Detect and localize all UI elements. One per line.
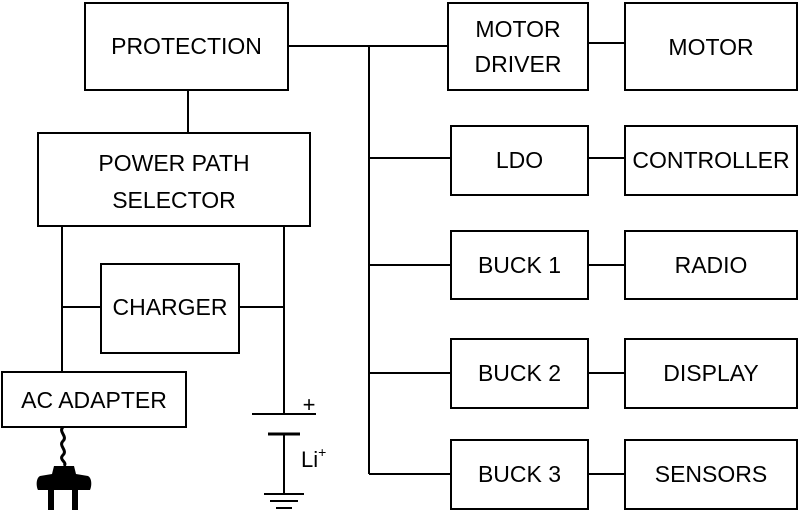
power-path-selector-label-line1: POWER PATH [98,150,249,176]
block-protection: PROTECTION [84,2,289,91]
block-sensors: SENSORS [624,439,798,510]
motor-label: MOTOR [668,34,753,60]
block-buck2: BUCK 2 [450,338,589,409]
sensors-label: SENSORS [655,461,767,487]
ac-adapter-label: AC ADAPTER [21,387,167,413]
buck3-label: BUCK 3 [478,461,561,487]
power-path-selector-label-line2: SELECTOR [112,187,236,213]
buck2-label: BUCK 2 [478,360,561,386]
block-motor-driver: MOTOR DRIVER [447,2,589,91]
block-charger: CHARGER [100,263,240,354]
battery-label: Li+ [301,444,326,472]
ground-icon [264,493,304,509]
motor-driver-label-line2: DRIVER [475,51,562,77]
block-ac-adapter: AC ADAPTER [1,371,187,428]
connection-wires [61,42,625,475]
block-power-path-selector: POWER PATH SELECTOR [37,132,311,227]
motor-driver-label-line1: MOTOR [475,16,560,42]
battery-icon: + Li+ [252,392,326,494]
block-buck1: BUCK 1 [450,230,589,300]
block-buck3: BUCK 3 [450,439,589,510]
battery-plus-symbol: + [303,392,316,417]
ldo-label: LDO [496,147,543,173]
power-plug-icon [36,425,92,510]
battery-label-superscript: + [318,444,326,460]
block-radio: RADIO [624,230,798,300]
controller-label: CONTROLLER [632,147,789,173]
buck1-label: BUCK 1 [478,252,561,278]
block-ldo: LDO [450,125,589,196]
battery-label-text: Li [301,447,318,472]
charger-label: CHARGER [112,294,227,320]
display-label: DISPLAY [663,360,758,386]
block-motor: MOTOR [624,2,798,91]
block-controller: CONTROLLER [624,125,798,196]
protection-label: PROTECTION [111,33,262,59]
block-display: DISPLAY [624,338,798,409]
radio-label: RADIO [675,252,748,278]
